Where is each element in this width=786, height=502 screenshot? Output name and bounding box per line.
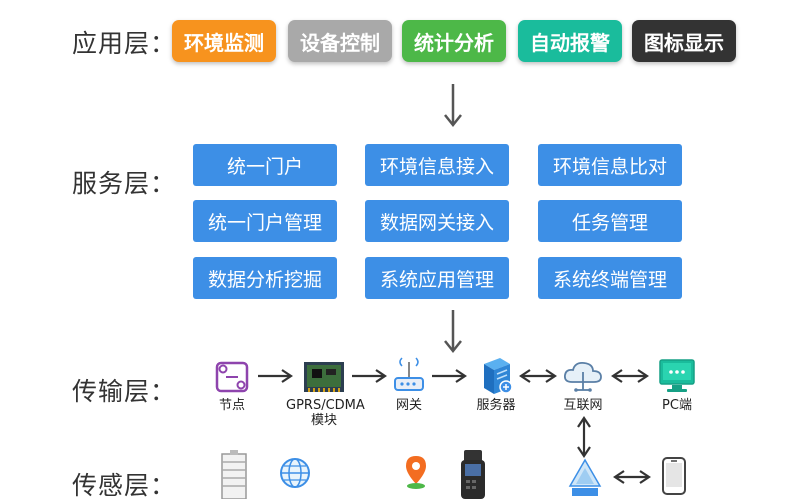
gateway-router-icon [394,357,424,391]
network-tower-icon [568,458,602,496]
app-pill-environment-monitoring[interactable]: 环境监测 [172,20,276,62]
transport-label-pc: PC端 [662,398,692,413]
right-arrow-icon [352,369,387,383]
node-icon [215,361,249,393]
handheld-scanner-icon [461,450,485,499]
app-pill-statistics-analysis[interactable]: 统计分析 [402,20,506,62]
gprs-module-icon [304,362,344,392]
service-env-info-access[interactable]: 环境信息接入 [365,144,509,186]
transport-label-gateway: 网关 [395,398,422,413]
service-portal-management[interactable]: 统一门户管理 [193,200,337,242]
double-arrow-icon [613,470,651,484]
down-arrow-icon [444,310,462,354]
double-arrow-icon [611,369,649,383]
weather-shelter-icon [221,450,247,499]
server-icon [484,358,513,394]
service-terminal-management[interactable]: 系统终端管理 [538,257,682,299]
layer-label-transport: 传输层： [72,377,177,406]
service-gateway-access[interactable]: 数据网关接入 [365,200,509,242]
app-pill-chart-display[interactable]: 图标显示 [632,20,736,62]
service-unified-portal[interactable]: 统一门户 [193,144,337,186]
layer-label-application: 应用层： [72,29,177,58]
right-arrow-icon [258,369,293,383]
app-pill-auto-alarm[interactable]: 自动报警 [518,20,622,62]
pc-monitor-icon [659,359,695,392]
service-app-management[interactable]: 系统应用管理 [365,257,509,299]
location-pin-icon [406,456,426,489]
transport-label-server: 服务器 [476,398,516,413]
vertical-double-arrow-icon [577,416,591,458]
transport-label-node: 节点 [218,398,245,413]
double-arrow-icon [519,369,557,383]
transport-label-gprs: GPRS/CDMA 模块 [286,398,365,428]
transport-label-internet: 互联网 [563,398,603,413]
service-env-info-compare[interactable]: 环境信息比对 [538,144,682,186]
layer-label-sensing: 传感层： [72,471,177,500]
internet-cloud-icon [563,361,602,392]
layer-label-service: 服务层： [72,169,177,198]
right-arrow-icon [432,369,467,383]
globe-icon [280,458,310,488]
app-pill-device-control[interactable]: 设备控制 [288,20,392,62]
mobile-phone-icon [662,457,686,495]
service-task-management[interactable]: 任务管理 [538,200,682,242]
service-data-mining[interactable]: 数据分析挖掘 [193,257,337,299]
down-arrow-icon [444,84,462,128]
